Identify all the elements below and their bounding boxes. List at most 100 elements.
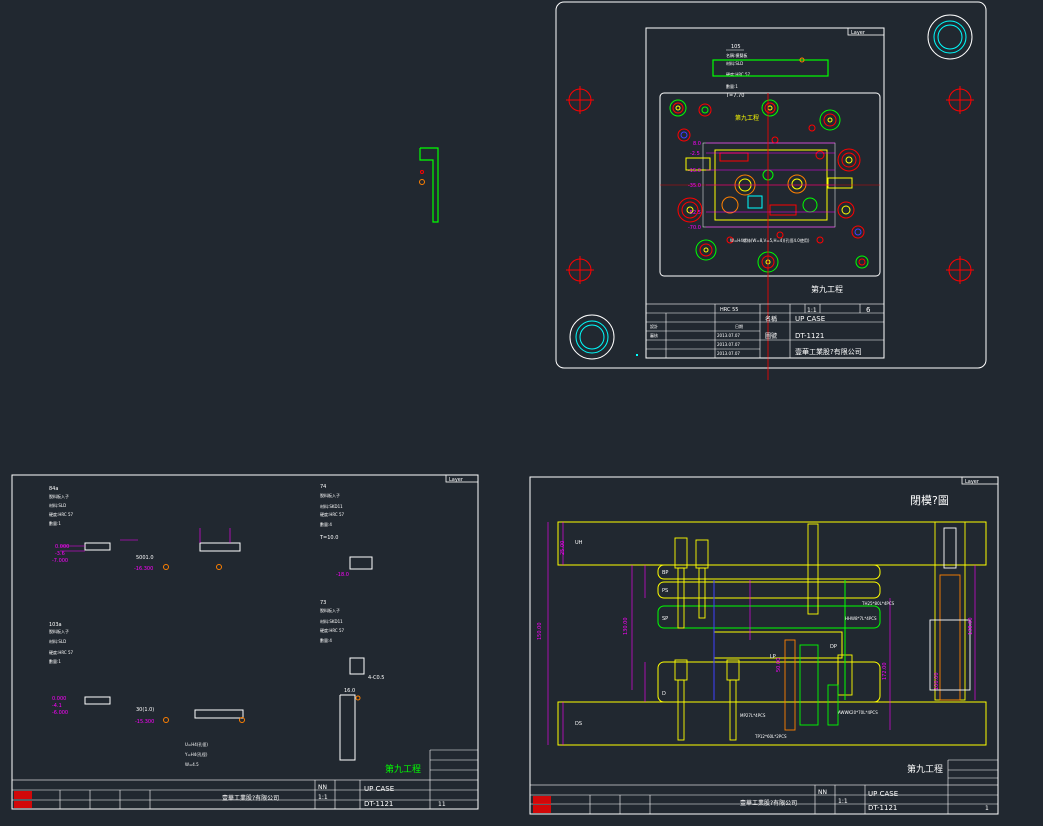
- dim-top-1: -2.5: [690, 151, 700, 157]
- plate-label-ps: PS: [662, 588, 668, 594]
- layer-tag-top: Layer: [851, 30, 866, 36]
- part-105: 105 名稱:模擬板 材料:SLD 硬度:HRC 57 數量:1 T=7.70: [712, 44, 829, 99]
- dim-br-3: 172.00: [882, 663, 888, 681]
- isolated-part: [419, 147, 439, 223]
- dim-br-0: 150.00: [537, 623, 543, 641]
- svg-text:U=H4(孔徑): U=H4(孔徑): [185, 741, 208, 747]
- sheet-bottom-right: Layer 閉模?圖: [529, 476, 999, 815]
- sheet-bottom-left: Layer 84a 脫料板入子 材料:SLD 硬度:HRC 57 數量:1 0.…: [11, 474, 479, 810]
- date-top-2: 2013.07.07: [717, 351, 740, 356]
- note-bl-5: 4-C0.5: [368, 675, 384, 681]
- plate-label-d: D: [662, 691, 666, 697]
- note-bl-6: 16.0: [344, 688, 355, 694]
- scale-bl: 1:1: [318, 794, 328, 801]
- part-74-line-4: T=10.0: [319, 535, 338, 541]
- layer-tag-br: Layer: [965, 479, 980, 485]
- label-name-top: 名稱: [765, 315, 777, 323]
- title-br: 閉模?圖: [910, 494, 949, 507]
- part-103a-line-2: 硬度:HRC 57: [49, 649, 74, 655]
- callout-br-1: MP27L*4PCS: [740, 713, 766, 718]
- part-74-line-1: 材料:SKD11: [320, 503, 343, 509]
- part-103a-line-1: 材料:SLD: [49, 638, 66, 644]
- plate-label-ds: DS: [575, 721, 582, 727]
- sheet-no-bl: 11: [438, 801, 446, 808]
- company-bl: 壹華工業股?有限公司: [222, 794, 279, 802]
- svg-text:HHW8*7L*4PCS: HHW8*7L*4PCS: [845, 616, 877, 621]
- part-73-line-2: 硬度:HRC 57: [320, 627, 345, 633]
- svg-text:-3.6: -3.6: [55, 551, 65, 557]
- svg-text:數量:1: 數量:1: [726, 83, 738, 89]
- dim-top-2: -15.0: [688, 168, 701, 174]
- part-105-line-3: 硬度:HRC 57: [726, 71, 751, 77]
- part-84a-id: 84a: [49, 486, 58, 492]
- dim-top-3: -35.0: [688, 183, 701, 189]
- part-84a-line-2: 硬度:HRC 57: [49, 511, 74, 517]
- part-84a-line-1: 材料:SLD: [49, 502, 66, 508]
- svg-text:-6.000: -6.000: [52, 710, 68, 716]
- company-br: 壹華工業股?有限公司: [740, 799, 797, 807]
- svg-text:W=H4螺絲(W=8,V=5,H=4)(孔徑4.0使用): W=H4螺絲(W=8,V=5,H=4)(孔徑4.0使用): [730, 237, 810, 243]
- part-73-line-1: 材料:SKD11: [320, 618, 343, 624]
- part-84a-line-3: 數量:1: [49, 520, 61, 526]
- label-date-top: 日期: [735, 323, 743, 329]
- part-73-line-0: 脫料板入子: [320, 607, 340, 613]
- part-84a-line-0: 脫料板入子: [49, 493, 69, 499]
- plate-label-lp: LP: [770, 654, 776, 660]
- svg-text:0.000: 0.000: [55, 544, 69, 550]
- title-block-top: [645, 303, 885, 359]
- plate-label-bp: BP: [662, 570, 668, 576]
- stage-label-top: 第九工程: [811, 284, 843, 294]
- plate-label-uh: UH: [575, 540, 583, 546]
- svg-text:30(1.0): 30(1.0): [136, 707, 154, 713]
- part-73-id: 73: [320, 600, 326, 606]
- stage-label-bl: 第九工程: [385, 763, 421, 775]
- svg-text:-7.000: -7.000: [52, 558, 68, 564]
- hardness-top: HRC 55: [720, 307, 738, 313]
- label-check-top: 審核: [650, 332, 658, 338]
- label-design-top: 設計: [650, 323, 658, 329]
- part-105-line-1: 名稱:模擬板: [726, 52, 747, 58]
- date-top-1: 2013.07.07: [717, 342, 740, 347]
- sheet-no-top: 6: [866, 306, 871, 314]
- part-105-line-2: 材料:SLD: [726, 60, 743, 66]
- callout-br-2: TP12*60L*2PCS: [754, 734, 787, 739]
- company-top: 壹華工業股?有限公司: [795, 347, 862, 356]
- drawing-no-bl: DT-1121: [364, 800, 393, 808]
- dim-lines-br: [547, 522, 976, 745]
- part-103a-line-0: 脫料板入子: [49, 628, 69, 634]
- dim-br-6: 25.00: [560, 541, 566, 555]
- dim-br-4: 100.00: [934, 673, 940, 691]
- svg-text:NN: NN: [318, 784, 327, 791]
- label-dwg-top: 圖號: [765, 332, 777, 340]
- part-74-line-0: 脫料板入子: [320, 492, 340, 498]
- note-bl-4: -18.0: [336, 572, 349, 578]
- ucs-icon: [636, 354, 638, 356]
- part-name-br: UP CASE: [868, 790, 898, 798]
- bolts-punches: [674, 521, 971, 741]
- callout-br-0: TH25*80L*4PCS: [861, 601, 895, 606]
- mold-plates: [557, 521, 987, 746]
- part-74-line-3: 數量:4: [320, 521, 332, 527]
- sheet-no-br: 1: [985, 805, 989, 812]
- plate-label-sp: SP: [662, 616, 668, 622]
- part-103a-id: 103a: [49, 622, 62, 628]
- dim-top-4: -52.5: [688, 210, 701, 216]
- callout-br-3: AWWK20*70L*4PCS: [838, 710, 878, 715]
- part-103a-line-3: 數量:1: [49, 658, 61, 664]
- dim-top-5: -70.0: [688, 225, 701, 231]
- scale-top: 1:1: [807, 307, 817, 314]
- part-73-line-3: 數量:4: [320, 637, 332, 643]
- dim-lines-top: 8.0 -2.5 -15.0 -35.0 -52.5 -70.0 W=H4螺絲(…: [660, 93, 880, 380]
- part-105-note: T=7.70: [725, 93, 744, 99]
- dim-br-1: 130.00: [623, 618, 629, 636]
- die-insert-area: 第九工程: [685, 114, 853, 228]
- drawing-no-top: DT-1121: [795, 332, 824, 340]
- note-bl-2: -16.300: [134, 566, 153, 572]
- note-bl-0: W=4.5: [185, 762, 199, 767]
- svg-text:Y=H4(孔徑): Y=H4(孔徑): [184, 751, 208, 757]
- part-74-id: 74: [320, 484, 326, 490]
- drawing-no-br: DT-1121: [868, 804, 897, 812]
- bolt-holes: [566, 86, 974, 284]
- dim-br-2: 138.00: [968, 618, 974, 636]
